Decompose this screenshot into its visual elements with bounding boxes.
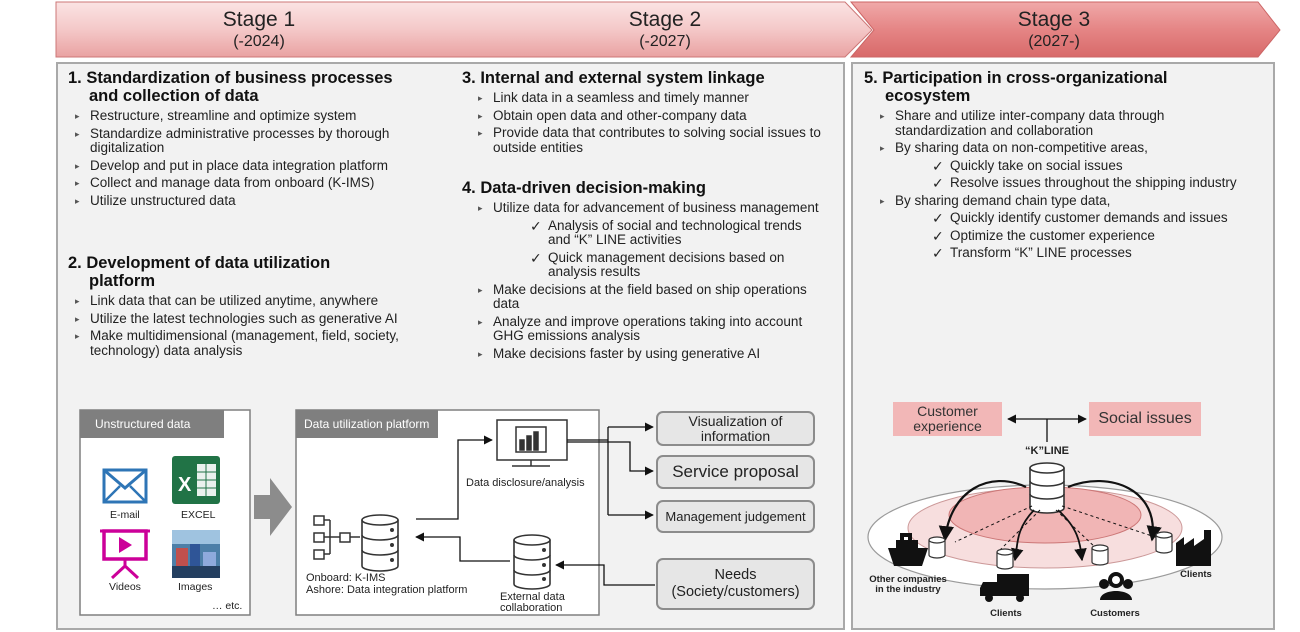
section-1-bullets: Restructure, streamline and optimize sys… bbox=[64, 108, 444, 211]
clients-left-label: Clients bbox=[990, 608, 1022, 619]
check-item: Quickly identify customer demands and is… bbox=[869, 210, 1249, 226]
check-item: Analysis of social and technological tre… bbox=[467, 218, 827, 248]
external-label-1: External data bbox=[500, 591, 565, 603]
excel-label: EXCEL bbox=[181, 509, 216, 521]
list-item: Link data that can be utilized anytime, … bbox=[64, 293, 450, 309]
list-item: Analyze and improve operations taking in… bbox=[467, 314, 827, 344]
list-item: Share and utilize inter-company data thr… bbox=[869, 108, 1249, 138]
management-judgement-box: Management judgement bbox=[656, 500, 815, 533]
check-item: Optimize the customer experience bbox=[869, 228, 1249, 244]
email-label: E-mail bbox=[110, 509, 140, 521]
etc-label: … etc. bbox=[212, 600, 243, 612]
customers-label: Customers bbox=[1090, 608, 1140, 619]
stage-header-bands bbox=[55, 1, 1281, 58]
platform-title: Data utilization platform bbox=[304, 417, 430, 431]
clients-right-label: Clients bbox=[1180, 569, 1212, 580]
section-5-title: 5. Participation in cross-organizational… bbox=[864, 69, 1168, 105]
list-item: Restructure, streamline and optimize sys… bbox=[64, 108, 444, 124]
list-item: By sharing demand chain type data, bbox=[869, 193, 1249, 209]
list-item: Make multidimensional (management, field… bbox=[64, 328, 450, 358]
list-item: Provide data that contributes to solving… bbox=[467, 125, 827, 155]
section-2-title: 2. Development of data utilization platf… bbox=[68, 254, 331, 290]
unstructured-data-title: Unstructured data bbox=[95, 417, 191, 431]
visualization-box: Visualization of information bbox=[656, 411, 815, 446]
section-4-title: 4. Data-driven decision-making bbox=[462, 179, 706, 197]
images-label: Images bbox=[178, 581, 213, 593]
stage-1-2-band bbox=[55, 1, 873, 58]
section-3-title: 3. Internal and external system linkage bbox=[462, 69, 765, 87]
stage-3-period: (2027-) bbox=[1028, 33, 1080, 50]
list-item: Obtain open data and other-company data bbox=[467, 108, 827, 124]
list-item: Make decisions faster by using generativ… bbox=[467, 346, 827, 362]
list-item: Utilize data for advancement of business… bbox=[467, 200, 827, 216]
section-3-bullets: Link data in a seamless and timely manne… bbox=[467, 90, 827, 158]
list-item: Utilize unstructured data bbox=[64, 193, 444, 209]
kline-label: “K”LINE bbox=[1025, 445, 1069, 457]
section-5-bullets: Share and utilize inter-company data thr… bbox=[869, 108, 1249, 264]
stage-2-title: Stage 2 bbox=[628, 8, 702, 31]
stage-1-title: Stage 1 bbox=[222, 8, 296, 31]
list-item: Make decisions at the field based on shi… bbox=[467, 282, 827, 312]
list-item: Standardize administrative processes by … bbox=[64, 126, 444, 156]
section-2-bullets: Link data that can be utilized anytime, … bbox=[64, 293, 450, 361]
social-issues-box: Social issues bbox=[1089, 402, 1201, 436]
stage-3-title: Stage 3 bbox=[1017, 8, 1091, 31]
onboard-label: Onboard: K-IMS bbox=[306, 572, 386, 584]
list-item: Utilize the latest technologies such as … bbox=[64, 311, 450, 327]
list-item: Collect and manage data from onboard (K-… bbox=[64, 175, 444, 191]
list-item: By sharing data on non-competitive areas… bbox=[869, 140, 1249, 156]
list-item: Develop and put in place data integratio… bbox=[64, 158, 444, 174]
list-item: Link data in a seamless and timely manne… bbox=[467, 90, 827, 106]
check-item: Resolve issues throughout the shipping i… bbox=[869, 175, 1249, 191]
check-item: Quick management decisions based on anal… bbox=[467, 250, 827, 280]
section-4-bullets: Utilize data for advancement of business… bbox=[467, 200, 827, 364]
stage-1-period: (-2024) bbox=[233, 33, 285, 50]
check-item: Transform “K” LINE processes bbox=[869, 245, 1249, 261]
customer-experience-box: Customer experience bbox=[893, 402, 1002, 436]
check-item: Quickly take on social issues bbox=[869, 158, 1249, 174]
needs-box: Needs (Society/customers) bbox=[656, 558, 815, 610]
stage-2-period: (-2027) bbox=[639, 33, 691, 50]
disclosure-label: Data disclosure/analysis bbox=[466, 477, 585, 489]
videos-label: Videos bbox=[109, 581, 141, 593]
section-1-title: 1. Standardization of business processes… bbox=[68, 69, 393, 105]
stage-3-band bbox=[849, 1, 1281, 58]
ashore-label: Ashore: Data integration platform bbox=[306, 584, 468, 596]
external-label-2: collaboration bbox=[500, 602, 563, 614]
other-companies-label: Other companies in the industry bbox=[869, 574, 947, 595]
service-proposal-box: Service proposal bbox=[656, 455, 815, 489]
